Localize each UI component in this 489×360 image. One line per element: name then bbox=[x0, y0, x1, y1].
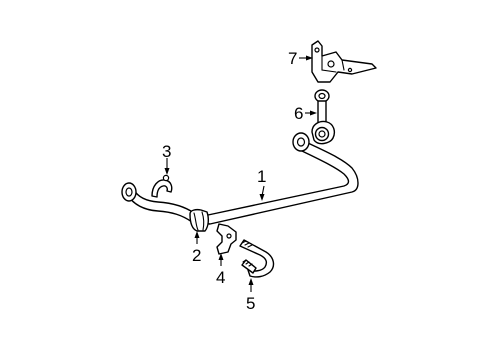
leader-lines bbox=[164, 55, 317, 292]
arrow-7 bbox=[306, 55, 313, 61]
arrow-2 bbox=[194, 231, 200, 238]
stabilizer-link bbox=[311, 89, 336, 145]
arrow-4 bbox=[218, 253, 224, 260]
callout-4: 4 bbox=[216, 268, 225, 287]
callout-2: 2 bbox=[192, 246, 201, 265]
callout-5: 5 bbox=[246, 294, 255, 313]
frame-bracket bbox=[311, 40, 377, 83]
stabilizer-bushing bbox=[189, 208, 210, 232]
mounting-bracket bbox=[216, 223, 237, 255]
u-bolt bbox=[239, 239, 275, 278]
callout-7: 7 bbox=[288, 49, 297, 68]
arrow-1 bbox=[259, 194, 265, 201]
callout-3: 3 bbox=[162, 142, 171, 161]
arrow-5 bbox=[248, 278, 254, 285]
callout-6: 6 bbox=[294, 104, 303, 123]
arrow-6 bbox=[310, 110, 317, 116]
bushing-clamp bbox=[151, 174, 173, 198]
callout-1: 1 bbox=[257, 167, 266, 186]
stabilizer-bar bbox=[121, 132, 359, 225]
arrow-3 bbox=[164, 168, 170, 175]
